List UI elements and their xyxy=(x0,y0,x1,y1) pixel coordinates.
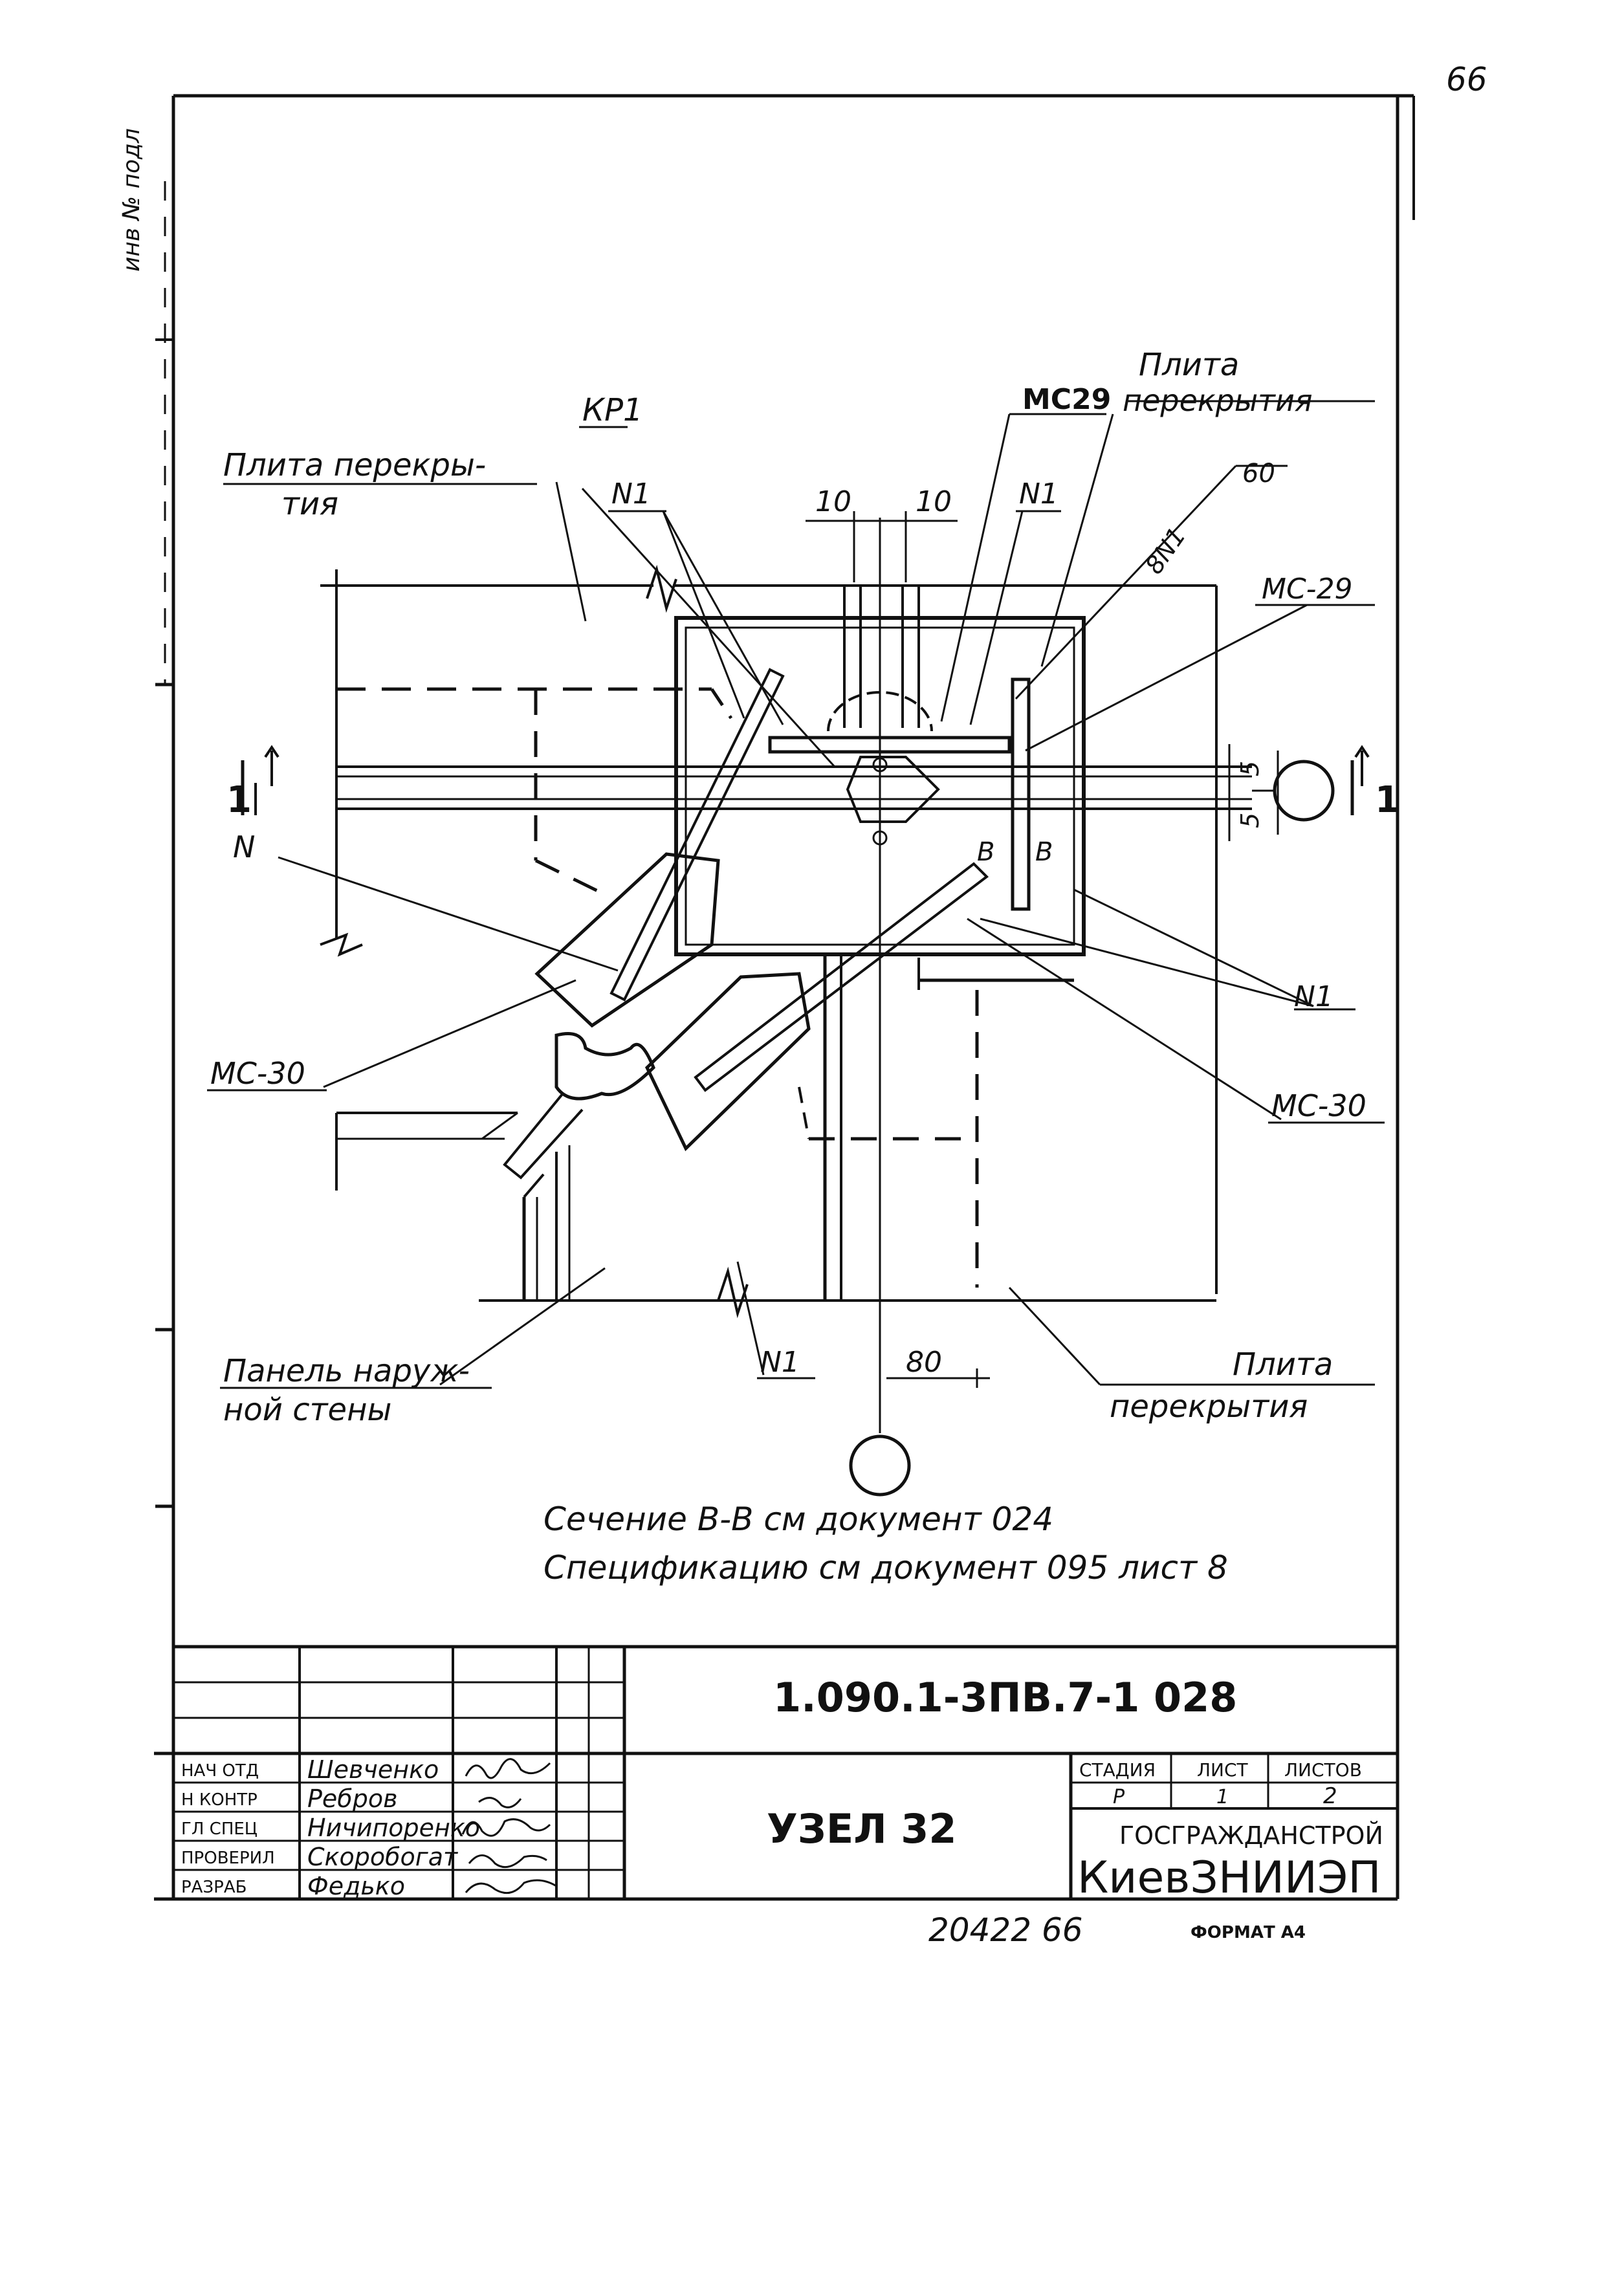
label-plita-left-1: Плита перекры- xyxy=(223,447,486,483)
signer-name: Ничипоренко xyxy=(307,1814,480,1842)
note-specification: Спецификацию см документ 095 лист 8 xyxy=(543,1549,1228,1587)
role-label: НАЧ ОТД xyxy=(181,1761,259,1781)
drawing-title: УЗЕЛ 32 xyxy=(767,1805,957,1852)
label-mc30-right: МС-30 xyxy=(1271,1088,1366,1123)
org-name-1: ГОСГРАЖДАНСТРОЙ xyxy=(1119,1821,1383,1850)
role-label: Н КОНТР xyxy=(181,1790,258,1810)
label-section-1-left: 1 xyxy=(226,779,252,821)
stage-value: Р xyxy=(1113,1786,1125,1808)
role-label: ПРОВЕРИЛ xyxy=(181,1849,275,1868)
signatures xyxy=(461,1758,557,1894)
label-n1-bottom: N1 xyxy=(760,1346,800,1379)
label-plita-bottom-2: перекрытия xyxy=(1110,1389,1308,1425)
label-dim-10-left: 10 xyxy=(815,485,851,518)
signer-name: Шевченко xyxy=(307,1755,439,1784)
label-b-right: В xyxy=(1035,837,1053,867)
label-underlines xyxy=(207,400,1385,1389)
label-n1-diag: 8N1 xyxy=(1139,522,1191,579)
label-n1-center: N1 xyxy=(1019,478,1059,511)
page-number: 66 xyxy=(1446,61,1487,98)
org-name-2: КиевЗНИИЭП xyxy=(1077,1852,1381,1904)
note-section: Сечение В-В см документ 024 xyxy=(543,1500,1053,1538)
title-block-grid xyxy=(154,1645,1398,1899)
sheet-header: ЛИСТ xyxy=(1197,1759,1249,1781)
label-n1-right: N1 xyxy=(1294,980,1333,1013)
label-plita-left-2: тия xyxy=(281,486,338,522)
document-code: 1.090.1-3ПВ.7-1 028 xyxy=(773,1674,1237,1721)
label-mc29-top: МС29 xyxy=(1022,383,1111,416)
role-label: ГЛ СПЕЦ xyxy=(181,1819,258,1839)
label-dim-80: 80 xyxy=(906,1346,942,1379)
label-plita-right-top-2: перекрытия xyxy=(1123,383,1313,418)
label-plita-right-top-1: Плита xyxy=(1139,347,1239,383)
label-n: N xyxy=(233,829,255,864)
inventory-number: 20422 66 xyxy=(928,1911,1083,1949)
label-dim-60: 60 xyxy=(1242,459,1275,489)
node-drawing xyxy=(241,413,1370,1497)
role-label: РАЗРАБ xyxy=(181,1878,247,1897)
sheets-header: ЛИСТОВ xyxy=(1284,1759,1362,1781)
margin-note: инв № подл xyxy=(118,128,145,272)
label-panel-1: Панель наруж- xyxy=(223,1353,470,1389)
label-plita-bottom-1: Плита xyxy=(1233,1346,1333,1383)
signer-name: Ребров xyxy=(307,1784,398,1813)
label-mc29-right: МС-29 xyxy=(1262,573,1353,606)
label-panel-2: ной стены xyxy=(223,1392,391,1428)
label-section-1-right: 1 xyxy=(1375,779,1400,821)
label-kp1: КР1 xyxy=(582,392,643,428)
approval-rows: НАЧ ОТД Шевченко Н КОНТР Ребров ГЛ СПЕЦ … xyxy=(181,1755,480,1900)
label-b-left: В xyxy=(977,837,994,867)
signer-name: Скоробогат xyxy=(307,1843,459,1871)
label-n1-left: N1 xyxy=(611,478,651,511)
label-dim-5-top: 5 xyxy=(1236,761,1264,776)
stage-header: СТАДИЯ xyxy=(1079,1759,1156,1781)
sheet-value: 1 xyxy=(1216,1786,1229,1808)
label-dim-5-bot: 5 xyxy=(1236,813,1264,828)
label-dim-10-right: 10 xyxy=(916,485,952,518)
paper-format: ФОРМАТ А4 xyxy=(1191,1923,1306,1942)
label-mc30-left: МС-30 xyxy=(210,1056,305,1091)
drawing-frame xyxy=(154,94,1415,1901)
sheets-value: 2 xyxy=(1323,1783,1337,1809)
signer-name: Федько xyxy=(307,1872,405,1900)
